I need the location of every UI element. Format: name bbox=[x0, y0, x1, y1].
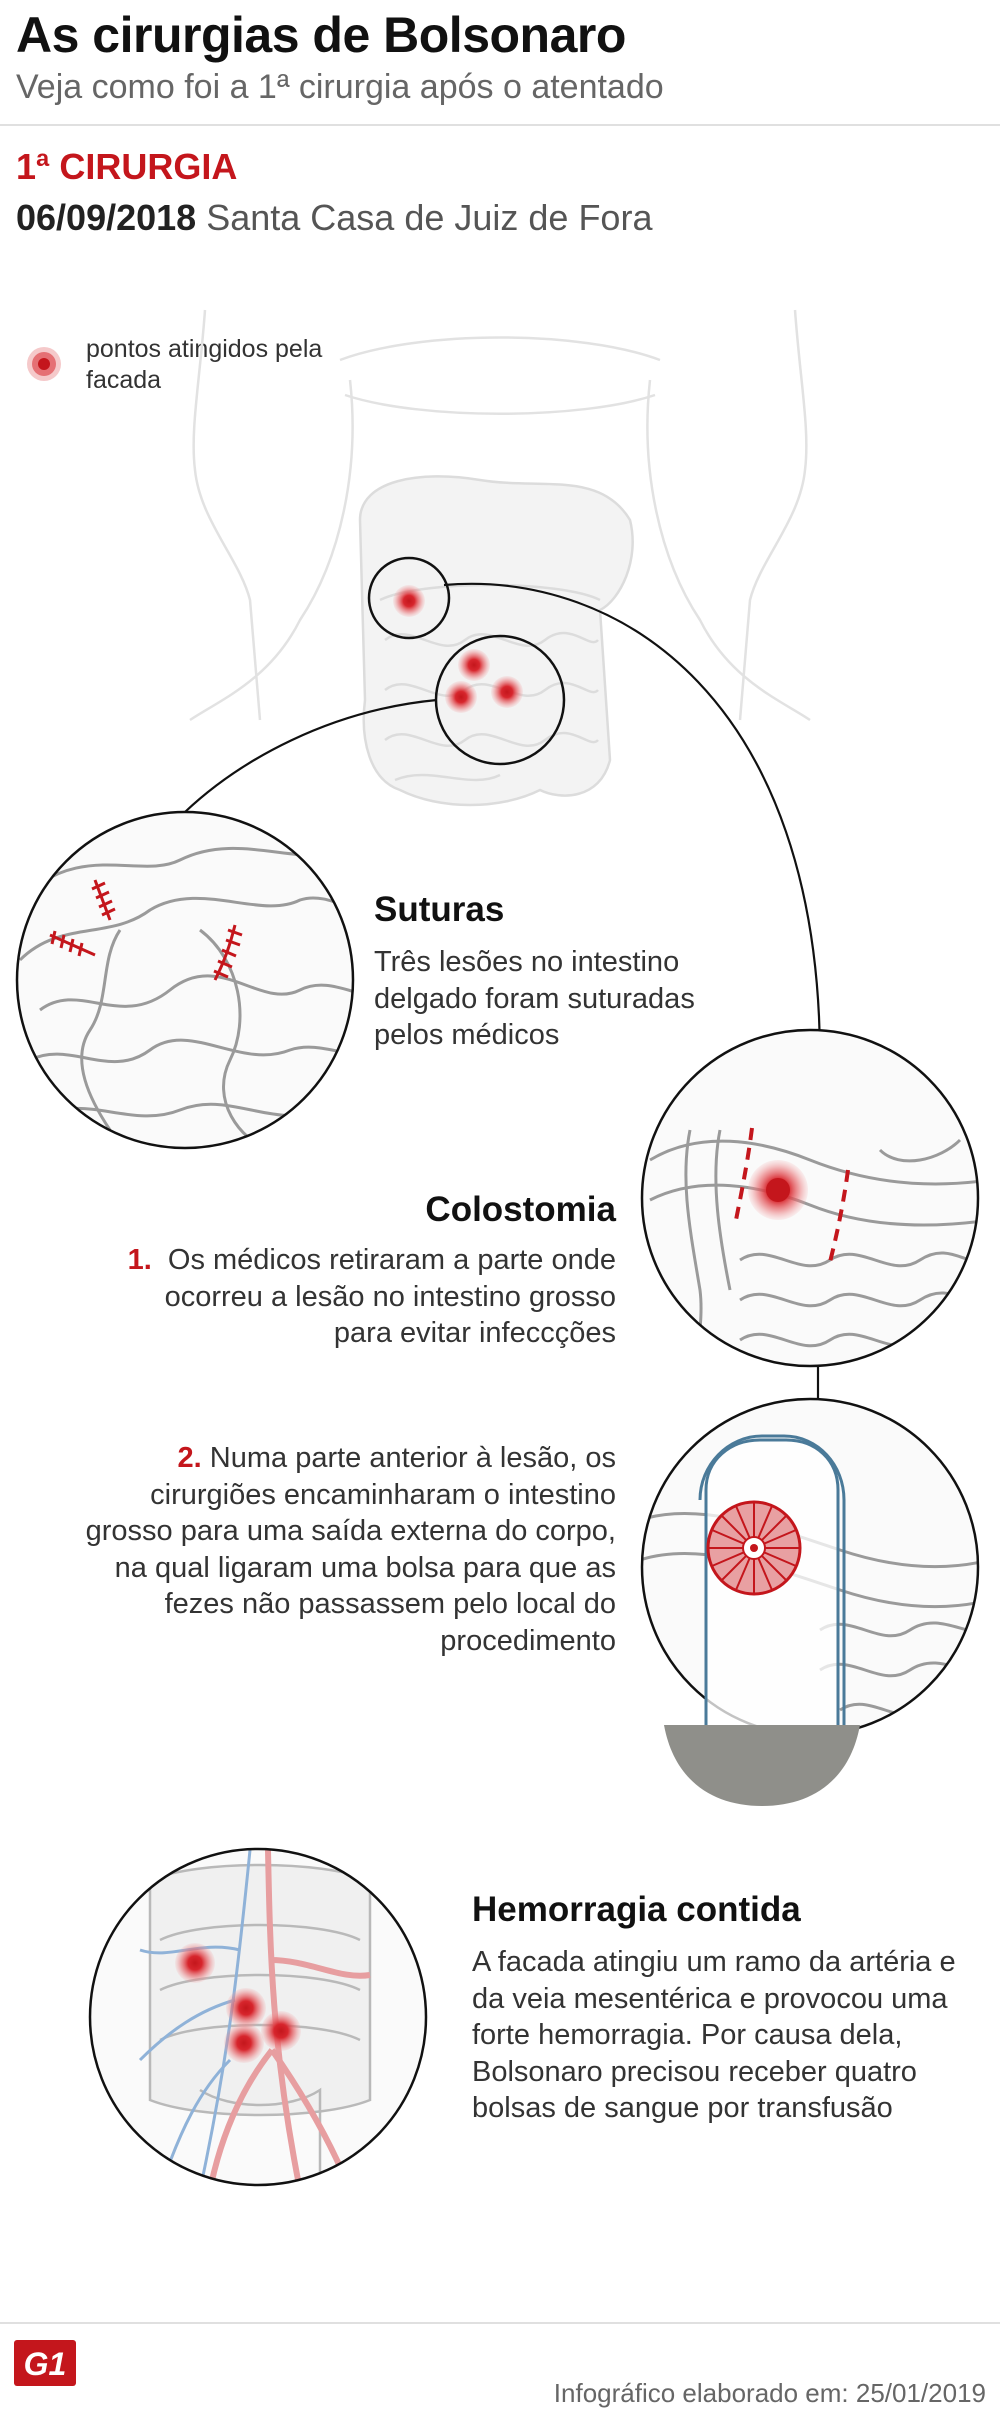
wound-point bbox=[261, 2011, 301, 2051]
wound-point bbox=[224, 2023, 264, 2063]
page-title: As cirurgias de Bolsonaro bbox=[16, 7, 626, 63]
page-subtitle: Veja como foi a 1ª cirurgia após o atent… bbox=[16, 68, 664, 106]
suturas-text: Três lesões no intestino delgado foram s… bbox=[374, 946, 695, 1051]
wound-point bbox=[491, 676, 523, 708]
suture-marks bbox=[49, 879, 243, 981]
abdomen-organs bbox=[358, 475, 634, 807]
cut-lines bbox=[734, 1127, 850, 1263]
footer-credit: Infográfico elaborado em: 25/01/2019 bbox=[553, 2378, 986, 2408]
wound-point bbox=[458, 649, 490, 681]
surgery-place: Santa Casa de Juiz de Fora bbox=[206, 197, 653, 238]
colostomia-step1: 1. Os médicos retiraram a parte onde oco… bbox=[100, 1242, 616, 1352]
svg-text:G1: G1 bbox=[24, 2346, 67, 2382]
step2-text: Numa parte anterior à lesão, os cirurgiõ… bbox=[85, 1442, 616, 1657]
header-divider bbox=[0, 124, 1000, 126]
stoma-icon bbox=[706, 1500, 802, 1596]
step1-number: 1. bbox=[127, 1244, 152, 1276]
legend-label: pontos atingidos pela facada bbox=[86, 335, 323, 394]
torso-silhouette bbox=[189, 309, 811, 722]
connector-line bbox=[443, 582, 822, 1061]
sutures-zoom bbox=[15, 810, 355, 1150]
zoom-marker-colon bbox=[367, 556, 451, 640]
step1-text: Os médicos retiraram a parte onde ocorre… bbox=[164, 1244, 616, 1349]
hemorragia-text: A facada atingiu um ramo da artéria e da… bbox=[472, 1946, 956, 2124]
hemorragia-title: Hemorragia contida bbox=[472, 1890, 801, 1929]
g1-logo: G1 bbox=[14, 2340, 76, 2386]
stoma-bag-zoom bbox=[640, 1397, 980, 1806]
suturas-title: Suturas bbox=[374, 890, 505, 929]
surgery-date: 06/09/2018 bbox=[16, 197, 197, 238]
colostomia-title: Colostomia bbox=[425, 1190, 616, 1229]
wound-point bbox=[393, 585, 425, 617]
wound-point bbox=[175, 1943, 215, 1983]
hemorrhage-zoom bbox=[88, 1847, 428, 2187]
wound-point bbox=[445, 681, 477, 713]
bag-contents bbox=[664, 1725, 860, 1806]
colostomia-step2: 2. Numa parte anterior à lesão, os cirur… bbox=[60, 1440, 616, 1659]
colostomy-zoom bbox=[640, 1028, 980, 1368]
wound-point-icon bbox=[27, 347, 61, 381]
section-dateline: 06/09/2018 Santa Casa de Juiz de Fora bbox=[16, 197, 652, 239]
section-label: 1ª CIRURGIA bbox=[16, 146, 238, 187]
wound-point bbox=[226, 1988, 266, 2028]
connector-line bbox=[184, 698, 438, 813]
step2-number: 2. bbox=[177, 1442, 202, 1474]
footer-divider bbox=[0, 2322, 1000, 2324]
